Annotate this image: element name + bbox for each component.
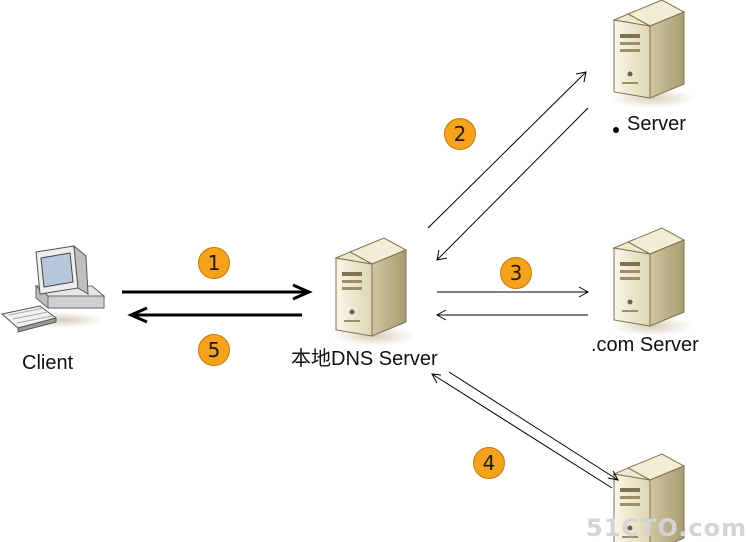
root-dot [613, 127, 619, 133]
client-label: Client [22, 352, 74, 374]
step-badge-5: 5 [198, 334, 230, 366]
client-computer-icon [0, 244, 106, 333]
arrow-third-server-to-dns [431, 373, 613, 489]
step-badge-2: 2 [444, 118, 476, 150]
server-icon-root [609, 0, 695, 109]
server-icon-com [609, 227, 695, 337]
arrow-dns-to-third-server [448, 371, 619, 481]
com-server-label: .com Server [591, 334, 699, 356]
dns-resolution-diagram [0, 0, 695, 542]
arrow-dns-to-root [427, 71, 587, 229]
arrow-com-to-dns [435, 309, 588, 321]
arrow-root-to-dns [436, 107, 589, 261]
server-icon-local-dns [331, 237, 417, 347]
step-badge-1: 1 [198, 247, 230, 279]
local-dns-label: 本地DNS Server [291, 348, 438, 370]
arrow-client-to-dns [122, 283, 313, 301]
arrow-dns-to-com [437, 286, 590, 298]
step-badge-3: 3 [500, 257, 532, 289]
arrow-dns-to-client [127, 306, 302, 324]
watermark: 51CTO.com [586, 514, 747, 542]
step-badge-4: 4 [473, 447, 505, 479]
root-server-label: Server [627, 113, 686, 135]
